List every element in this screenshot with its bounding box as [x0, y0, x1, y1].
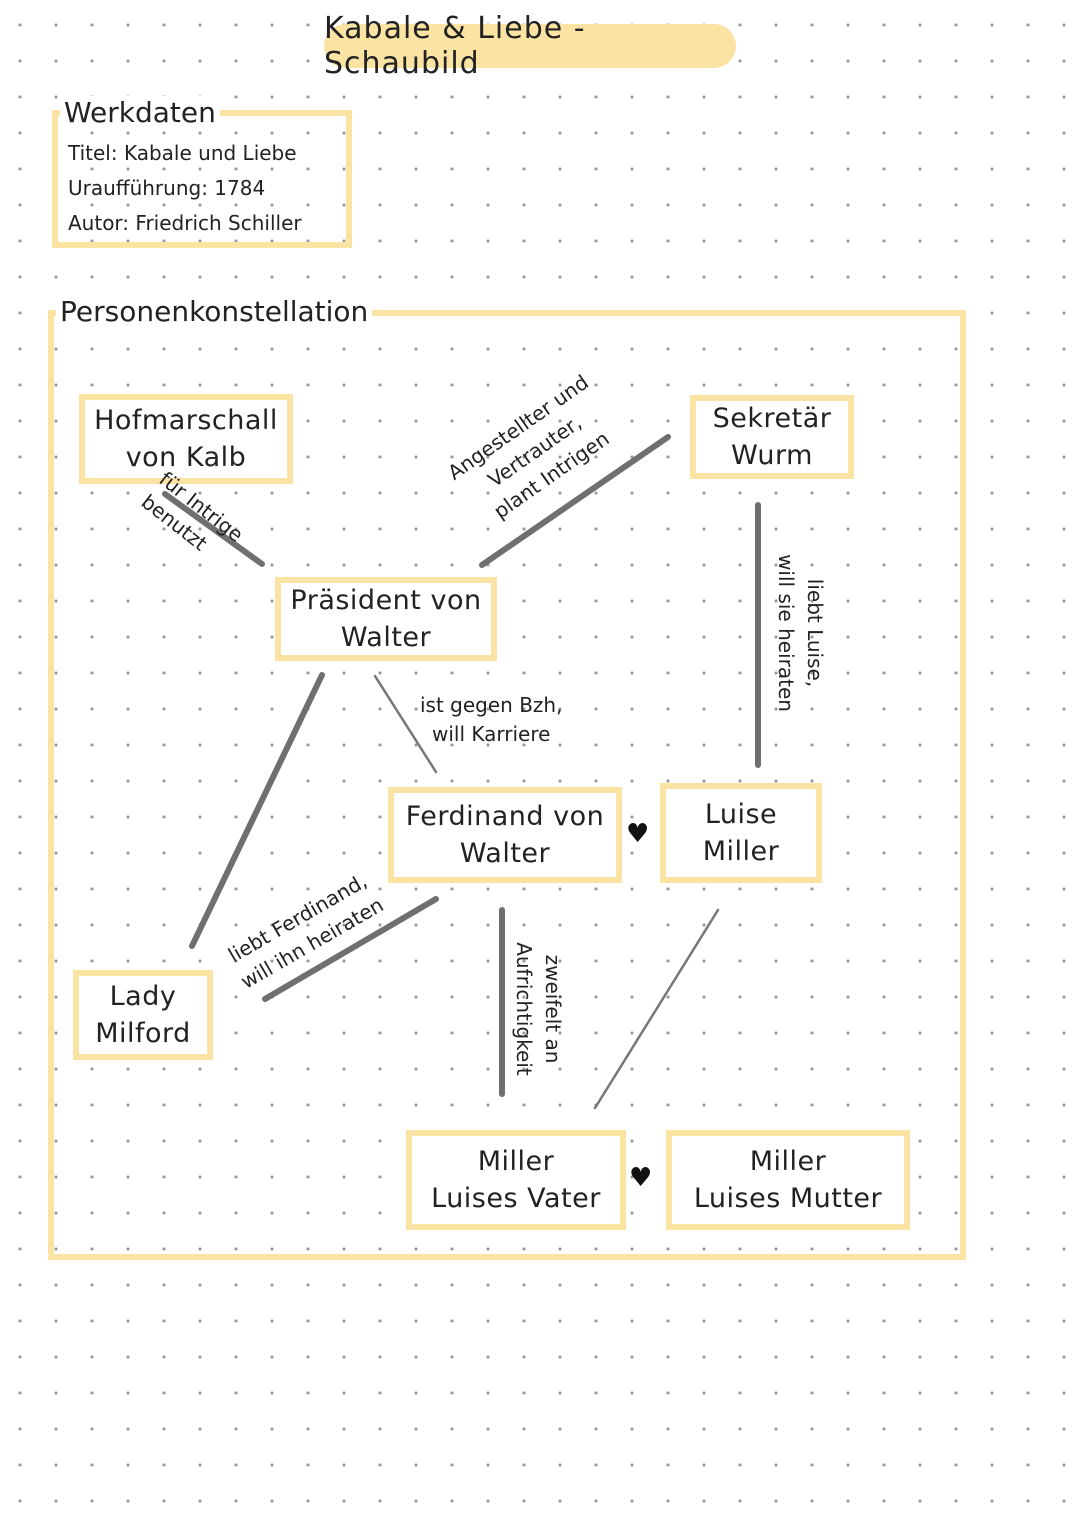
line-luise-vater	[593, 908, 720, 1110]
person-label-line1: Luise	[704, 799, 778, 830]
person-label-line2: Walter	[459, 838, 551, 869]
relation-praesident-ferdinand: ist gegen Bzh, will Karriere	[410, 691, 610, 749]
person-ferdinand-von-walter: Ferdinand von Walter	[388, 787, 622, 883]
person-miller-luises-mutter: Miller Luises Mutter	[666, 1130, 910, 1230]
relation-line: zweifelt an	[541, 954, 565, 1064]
werkdaten-heading: Werkdaten	[60, 96, 220, 130]
person-label-line1: Lady	[109, 981, 177, 1012]
person-label-line1: Sekretär	[712, 403, 832, 434]
werkdaten-urauffuehrung: Uraufführung: 1784	[68, 176, 266, 200]
relation-line: will sie heiraten	[774, 554, 798, 712]
person-label-line1: Ferdinand von	[405, 801, 605, 832]
line-milford-ferdinand	[262, 896, 439, 1002]
person-sekretaer-wurm: Sekretär Wurm	[690, 395, 854, 479]
person-luise-miller: Luise Miller	[660, 783, 822, 883]
personenkonstellation-heading: Personenkonstellation	[56, 295, 373, 329]
personenkonstellation-box	[48, 310, 966, 1260]
person-label-line2: von Kalb	[125, 442, 247, 473]
werkdaten-autor: Autor: Friedrich Schiller	[68, 211, 302, 235]
werkdaten-titel: Titel: Kabale und Liebe	[68, 141, 297, 165]
relation-line: will Karriere	[432, 722, 551, 746]
line-praesident-milford	[189, 672, 325, 949]
line-wurm-praesident	[479, 434, 671, 568]
person-label-line2: Luises Vater	[431, 1183, 601, 1214]
line-kalb-praesident	[162, 491, 265, 567]
person-hofmarschall-von-kalb: Hofmarschall von Kalb	[79, 394, 293, 484]
line-praesident-ferdinand	[373, 674, 438, 774]
person-label-line2: Luises Mutter	[693, 1183, 883, 1214]
person-label-line1: Hofmarschall	[94, 405, 278, 436]
relation-line: liebt Luise,	[803, 578, 827, 688]
person-label-line2: Milford	[95, 1018, 191, 1049]
relation-ferdinand-vater: zweifelt an Aufrichtigkeit	[509, 919, 567, 1099]
person-label-line1: Miller	[477, 1146, 555, 1177]
relation-line: ist gegen Bzh,	[420, 693, 563, 717]
person-label-line2: Walter	[340, 622, 432, 653]
person-label-line2: Wurm	[731, 440, 813, 471]
person-praesident-von-walter: Präsident von Walter	[275, 577, 497, 661]
relation-wurm-luise: liebt Luise, will sie heiraten	[771, 533, 829, 733]
heart-icon: ♥	[629, 1163, 653, 1193]
person-lady-milford: Lady Milford	[73, 970, 213, 1060]
person-label-line1: Präsident von	[290, 585, 482, 616]
person-label-line2: Miller	[702, 836, 780, 867]
heart-icon: ♥	[626, 819, 650, 849]
relation-line: Aufrichtigkeit	[512, 942, 536, 1076]
person-label-line1: Miller	[749, 1146, 827, 1177]
person-miller-luises-vater: Miller Luises Vater	[406, 1130, 626, 1230]
